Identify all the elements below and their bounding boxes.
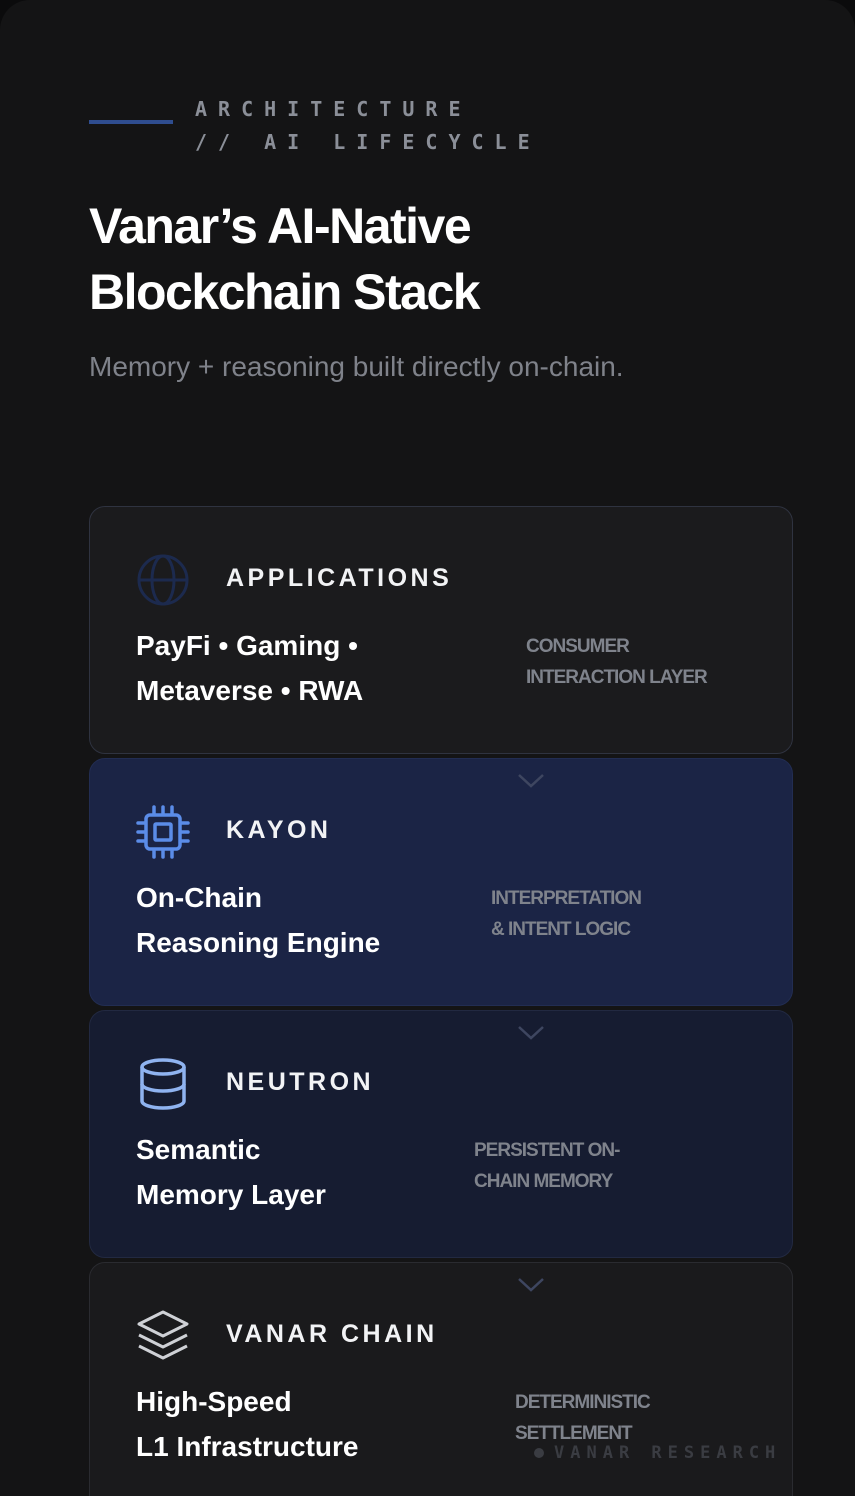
layer-name: VANAR CHAIN: [226, 1320, 438, 1348]
watermark-label: VANAR RESEARCH: [554, 1443, 782, 1463]
chevron-down-icon: [518, 774, 544, 788]
title-line-2: Blockchain Stack: [89, 264, 481, 320]
layer-tag: INTERPRETATION & INTENT LOGIC: [491, 883, 642, 945]
layer-description-line-1: High-Speed: [136, 1386, 292, 1417]
title-line-1: Vanar’s AI-Native: [89, 198, 472, 254]
eyebrow-line-2: // AI LIFECYCLE: [195, 130, 541, 154]
layer-card-neutron: NEUTRON Semantic Memory Layer PERSISTENT…: [89, 1010, 793, 1258]
layer-tag-line-2: & INTENT LOGIC: [491, 919, 631, 940]
layer-card-vanar-chain: VANAR CHAIN High-Speed L1 Infrastructure…: [89, 1262, 793, 1496]
layer-description-line-1: PayFi • Gaming •: [136, 630, 358, 661]
layer-tag: CONSUMER INTERACTION LAYER: [526, 631, 708, 693]
cpu-chip-icon: [136, 805, 190, 859]
layer-tag-line-2: CHAIN MEMORY: [474, 1171, 613, 1192]
watermark-dot: [534, 1448, 544, 1458]
layer-tag-line-2: SETTLEMENT: [515, 1423, 633, 1444]
layer-tag: PERSISTENT ON- CHAIN MEMORY: [474, 1135, 620, 1197]
layer-name: APPLICATIONS: [226, 564, 453, 592]
page-subtitle: Memory + reasoning built directly on-cha…: [89, 351, 624, 382]
layer-tag: DETERMINISTIC SETTLEMENT: [515, 1387, 651, 1449]
layer-description-line-2: L1 Infrastructure: [136, 1431, 359, 1462]
chevron-down-icon: [518, 1278, 544, 1292]
chevron-down-icon: [518, 1026, 544, 1040]
database-icon: [140, 1058, 186, 1110]
eyebrow-label: ARCHITECTURE // AI LIFECYCLE: [195, 93, 541, 159]
layer-description: On-Chain Reasoning Engine: [136, 875, 380, 965]
watermark: VANAR RESEARCH: [534, 1443, 781, 1463]
layer-description-line-2: Reasoning Engine: [136, 927, 381, 958]
layers-icon: [137, 1310, 189, 1360]
layer-description-line-1: On-Chain: [136, 882, 262, 913]
eyebrow-accent-line: [89, 120, 173, 124]
layer-tag-line-1: PERSISTENT ON-: [474, 1140, 620, 1161]
layer-tag-line-1: INTERPRETATION: [491, 888, 642, 909]
layer-card-kayon: KAYON On-Chain Reasoning Engine INTERPRE…: [89, 758, 793, 1006]
layer-name: NEUTRON: [226, 1068, 375, 1096]
layer-name: KAYON: [226, 816, 332, 844]
layer-description: High-Speed L1 Infrastructure: [136, 1379, 359, 1469]
layer-description-line-2: Metaverse • RWA: [136, 675, 364, 706]
layer-card-applications: APPLICATIONS PayFi • Gaming • Metaverse …: [89, 506, 793, 754]
layer-description: PayFi • Gaming • Metaverse • RWA: [136, 623, 363, 713]
layer-description-line-2: Memory Layer: [136, 1179, 326, 1210]
layer-description: Semantic Memory Layer: [136, 1127, 326, 1217]
layer-tag-line-1: DETERMINISTIC: [515, 1392, 651, 1413]
eyebrow-line-1: ARCHITECTURE: [195, 97, 472, 121]
layer-tag-line-1: CONSUMER: [526, 636, 630, 657]
page-title: Vanar’s AI-Native Blockchain Stack: [89, 193, 481, 325]
globe-icon: [137, 554, 189, 606]
layer-tag-line-2: INTERACTION LAYER: [526, 667, 708, 688]
layer-description-line-1: Semantic: [136, 1134, 261, 1165]
